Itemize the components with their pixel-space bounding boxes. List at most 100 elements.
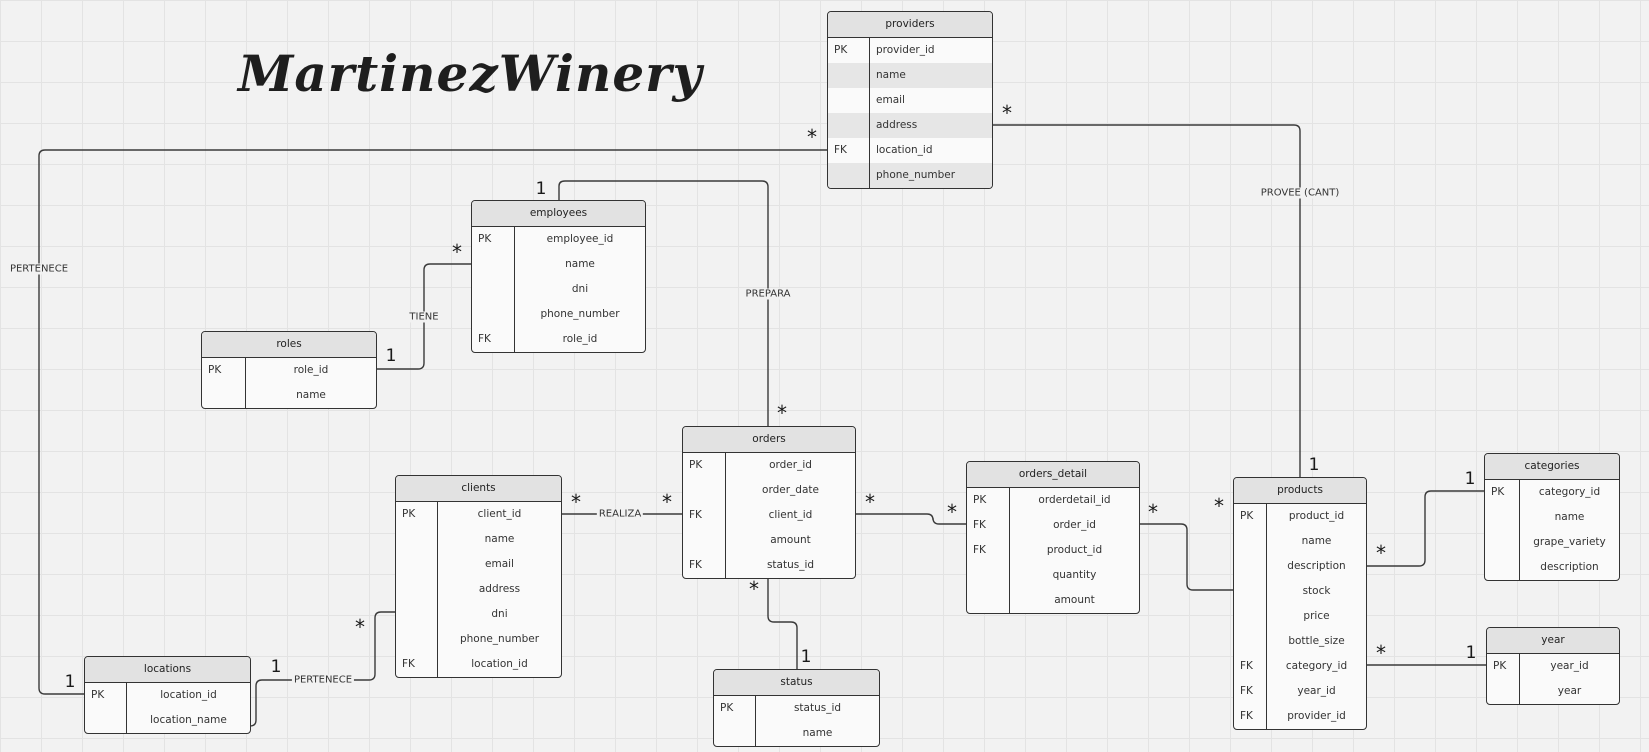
key-type-cell: PK [1487,654,1520,679]
field-name-cell: year_id [1297,685,1336,697]
field-name-cell: role_id [293,364,329,376]
entity-orders-detail-row[interactable]: amount [967,588,1139,613]
field-name-cell: role_id [562,333,598,345]
cardinality-product-category-one: 1 [1464,469,1476,489]
entity-products-row[interactable]: price [1234,604,1366,629]
entity-providers-row[interactable]: name [828,63,992,88]
key-type-cell [396,627,438,652]
entity-orders-row[interactable]: order_date [683,478,855,503]
entity-clients-row[interactable]: address [396,577,561,602]
field-name-cell: amount [1054,594,1095,606]
entity-employees-row[interactable]: dni [472,277,645,302]
entity-categories-row[interactable]: grape_variety [1485,530,1619,555]
cardinality-product-category-many: * [1376,541,1386,565]
entity-products-row[interactable]: bottle_size [1234,629,1366,654]
entity-orders-row[interactable]: amount [683,528,855,553]
field-name-cell: stock [1302,585,1331,597]
relationship-label-pertenece-provider[interactable]: PERTENECE [7,263,71,275]
field-name-cell: name [1554,511,1585,523]
entity-employees-row[interactable]: phone_number [472,302,645,327]
entity-providers-row[interactable]: phone_number [828,163,992,188]
cardinality-order-status-one: 1 [800,647,812,667]
entity-status-row[interactable]: name [714,721,879,746]
key-type-cell: FK [967,513,1010,538]
entity-categories-row[interactable]: description [1485,555,1619,580]
field-name-cell: order_id [1053,519,1096,531]
relationship-label-provee[interactable]: PROVEE (CANT) [1258,187,1342,199]
entity-roles-row[interactable]: name [202,383,376,408]
entity-categories-row[interactable]: name [1485,505,1619,530]
entity-products-row[interactable]: name [1234,529,1366,554]
relationship-label-tiene[interactable]: TIENE [407,311,441,323]
entity-clients-row[interactable]: name [396,527,561,552]
entity-orders-detail-row[interactable]: FK order_id [967,513,1139,538]
entity-providers-row[interactable]: address [828,113,992,138]
relationship-label-realiza[interactable]: REALIZA [596,508,644,520]
field-name-cell: name [1301,535,1332,547]
entity-products-row[interactable]: stock [1234,579,1366,604]
key-type-cell [1487,679,1520,704]
entity-products-row[interactable]: description [1234,554,1366,579]
relationship-label-prepara[interactable]: PREPARA [743,288,793,300]
key-type-cell [85,708,127,733]
field-name-cell: category_id [1285,660,1348,672]
entity-clients-row[interactable]: dni [396,602,561,627]
field-name-cell: address [876,119,918,131]
entity-clients-row[interactable]: email [396,552,561,577]
entity-locations-row[interactable]: location_name [85,708,250,733]
key-type-cell [396,602,438,627]
entity-roles-header: roles [202,332,376,358]
entity-employees-row[interactable]: name [472,252,645,277]
cardinality-provee-one: 1 [1308,455,1320,475]
key-type-cell: FK [683,553,726,578]
key-type-cell [1485,555,1520,580]
key-type-cell [967,563,1010,588]
key-type-cell: FK [828,138,870,163]
cardinality-tiene-one: 1 [385,346,397,366]
key-type-cell: FK [396,652,438,677]
field-name-cell: location_name [150,714,227,726]
relationship-label-pertenece-client[interactable]: PERTENECE [291,674,355,686]
field-name-cell: product_id [1046,544,1103,556]
entity-year-row[interactable]: year [1487,679,1619,704]
entity-clients-row[interactable]: phone_number [396,627,561,652]
entity-providers-row[interactable]: email [828,88,992,113]
entity-orders-detail-row[interactable]: quantity [967,563,1139,588]
entity-providers-header: providers [828,12,992,38]
connector-prepara [558,180,769,426]
key-type-cell [472,252,515,277]
entity-employees-header: employees [472,201,645,227]
